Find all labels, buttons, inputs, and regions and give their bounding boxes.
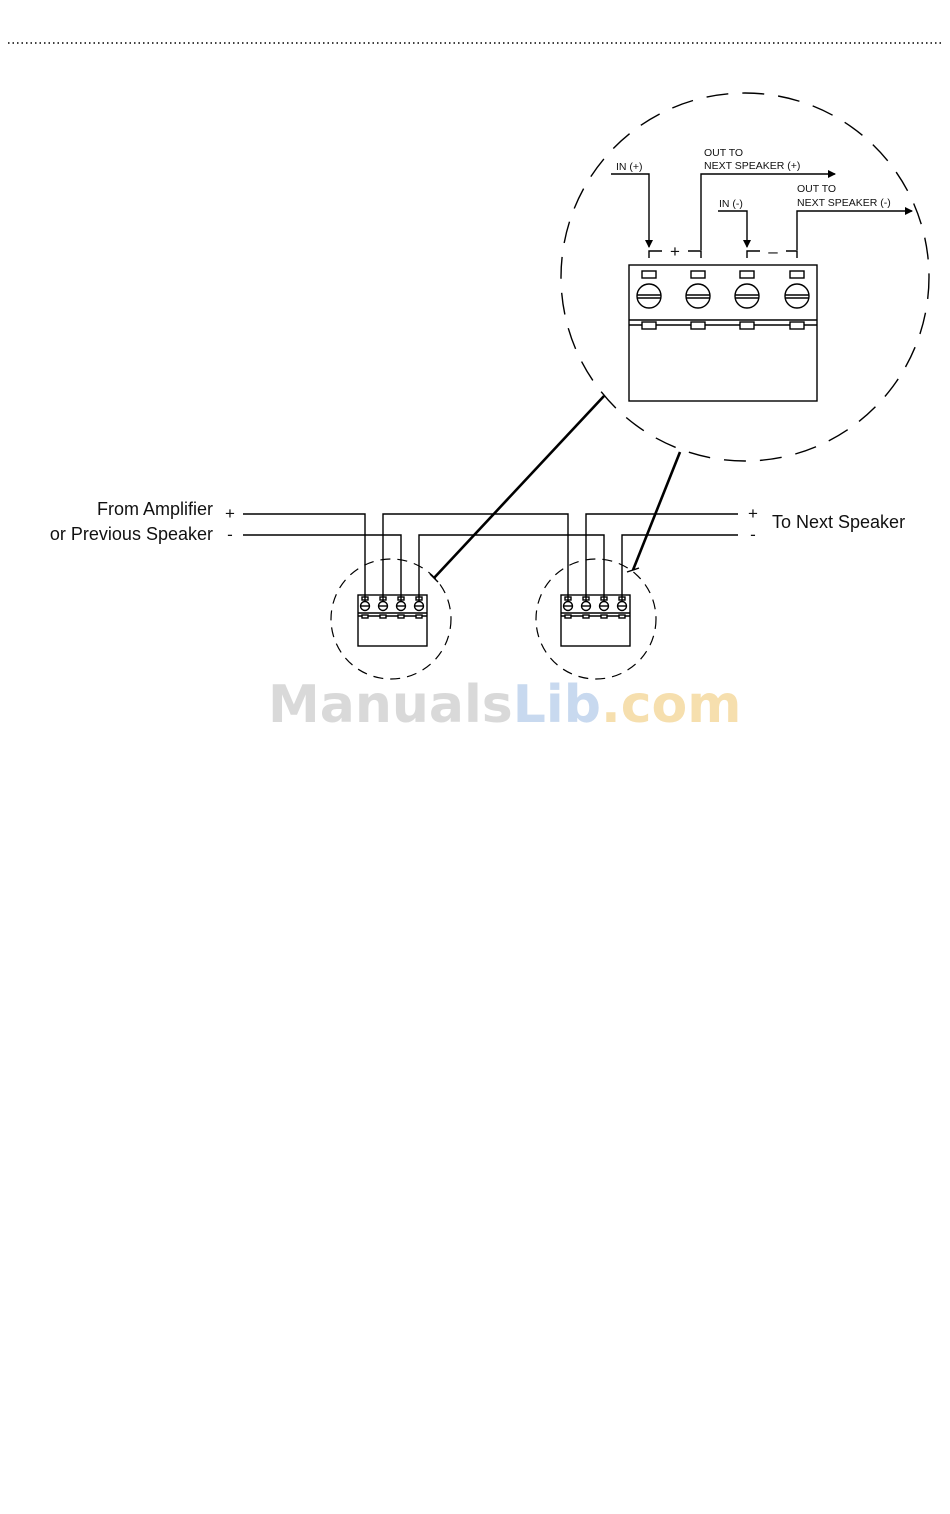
wire-next-minus bbox=[622, 535, 738, 601]
screw-terminal-4 bbox=[785, 284, 809, 308]
wiring bbox=[243, 514, 738, 601]
previous-speaker-label: or Previous Speaker bbox=[50, 524, 213, 544]
to-next-speaker-label: To Next Speaker bbox=[772, 512, 905, 532]
watermark-part-lib: Lib bbox=[513, 675, 601, 735]
pointer-line-left bbox=[434, 396, 604, 578]
terminal-block-speaker-1 bbox=[358, 595, 427, 646]
input-plus-sign: + bbox=[225, 504, 235, 523]
terminal-plus-sign: + bbox=[670, 242, 680, 261]
watermark-part-manuals: Manuals bbox=[268, 675, 513, 735]
output-minus-sign: - bbox=[750, 525, 756, 544]
input-minus-sign: - bbox=[227, 525, 233, 544]
wire-link-minus bbox=[419, 535, 604, 601]
in-minus-arrow bbox=[718, 211, 747, 247]
out-to-minus-label-line1: OUT TO bbox=[797, 183, 836, 195]
wire-amp-plus bbox=[243, 514, 365, 601]
terminal-block-speaker-2 bbox=[561, 595, 630, 646]
in-plus-arrow bbox=[611, 174, 649, 247]
wire-next-plus bbox=[586, 514, 738, 601]
out-minus-arrow bbox=[797, 211, 912, 250]
out-to-plus-label-line1: OUT TO bbox=[704, 147, 743, 159]
wire-amp-minus bbox=[243, 535, 401, 601]
out-to-plus-label-line2: NEXT SPEAKER (+) bbox=[704, 160, 800, 172]
watermark-part-com: .com bbox=[601, 675, 742, 735]
terminal-block-magnified bbox=[629, 265, 817, 401]
watermark: ManualsLib.com bbox=[268, 675, 741, 735]
screw-terminal-3 bbox=[735, 284, 759, 308]
output-plus-sign: + bbox=[748, 504, 758, 523]
pointer-line-right bbox=[633, 452, 680, 570]
screw-terminal-1 bbox=[637, 284, 661, 308]
in-minus-label: IN (-) bbox=[719, 198, 743, 210]
terminal-minus-sign: – bbox=[768, 242, 778, 261]
wire-link-plus bbox=[383, 514, 568, 601]
screw-terminal-2 bbox=[686, 284, 710, 308]
from-amplifier-label: From Amplifier bbox=[97, 499, 213, 519]
in-plus-label: IN (+) bbox=[616, 161, 643, 173]
out-to-minus-label-line2: NEXT SPEAKER (-) bbox=[797, 197, 891, 209]
